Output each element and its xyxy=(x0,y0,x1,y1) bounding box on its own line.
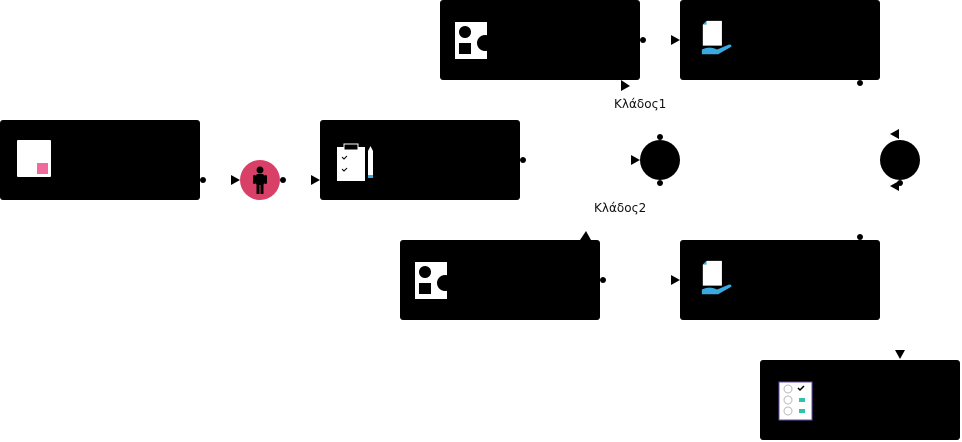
connector-dot xyxy=(200,177,206,183)
arrowhead xyxy=(671,275,680,285)
arrowhead xyxy=(621,80,630,91)
shapes-icon xyxy=(415,262,453,299)
connector-dot xyxy=(857,80,863,86)
checklist-task-node[interactable] xyxy=(760,360,960,440)
hand-document-icon xyxy=(701,260,732,295)
connector-dot xyxy=(857,234,863,240)
clipboard-pencil-icon xyxy=(337,143,373,181)
branch2-handover-task-node[interactable] xyxy=(680,240,880,320)
arrowhead xyxy=(671,35,680,45)
shapes-icon xyxy=(455,22,493,59)
document-pink-square-icon xyxy=(17,140,51,177)
assign-user-node[interactable] xyxy=(240,160,280,200)
connector-dot xyxy=(657,134,663,140)
arrowhead xyxy=(890,129,899,139)
arrowhead xyxy=(890,181,899,191)
merge-gateway[interactable] xyxy=(880,140,920,180)
person-icon xyxy=(253,166,267,194)
arrowhead xyxy=(895,350,905,359)
connector-dot xyxy=(600,277,606,283)
form-task-node[interactable] xyxy=(320,120,520,200)
connector-dot xyxy=(640,37,646,43)
connector-dot xyxy=(657,180,663,186)
branch2-label: Κλάδος2 xyxy=(594,201,647,215)
branch1-handover-task-node[interactable] xyxy=(680,0,880,80)
start-task-node[interactable] xyxy=(0,120,200,200)
arrowhead xyxy=(311,175,320,185)
branch1-shapes-task-node[interactable] xyxy=(440,0,640,80)
branch1-label: Κλάδος1 xyxy=(614,97,667,111)
arrowhead xyxy=(580,231,591,240)
connector-dot xyxy=(280,177,286,183)
checklist-icon xyxy=(778,381,813,421)
arrowhead xyxy=(631,155,640,165)
split-gateway[interactable] xyxy=(640,140,680,180)
branch2-shapes-task-node[interactable] xyxy=(400,240,600,320)
hand-document-icon xyxy=(701,20,732,55)
arrowhead xyxy=(231,175,240,185)
connector-dot xyxy=(520,157,526,163)
